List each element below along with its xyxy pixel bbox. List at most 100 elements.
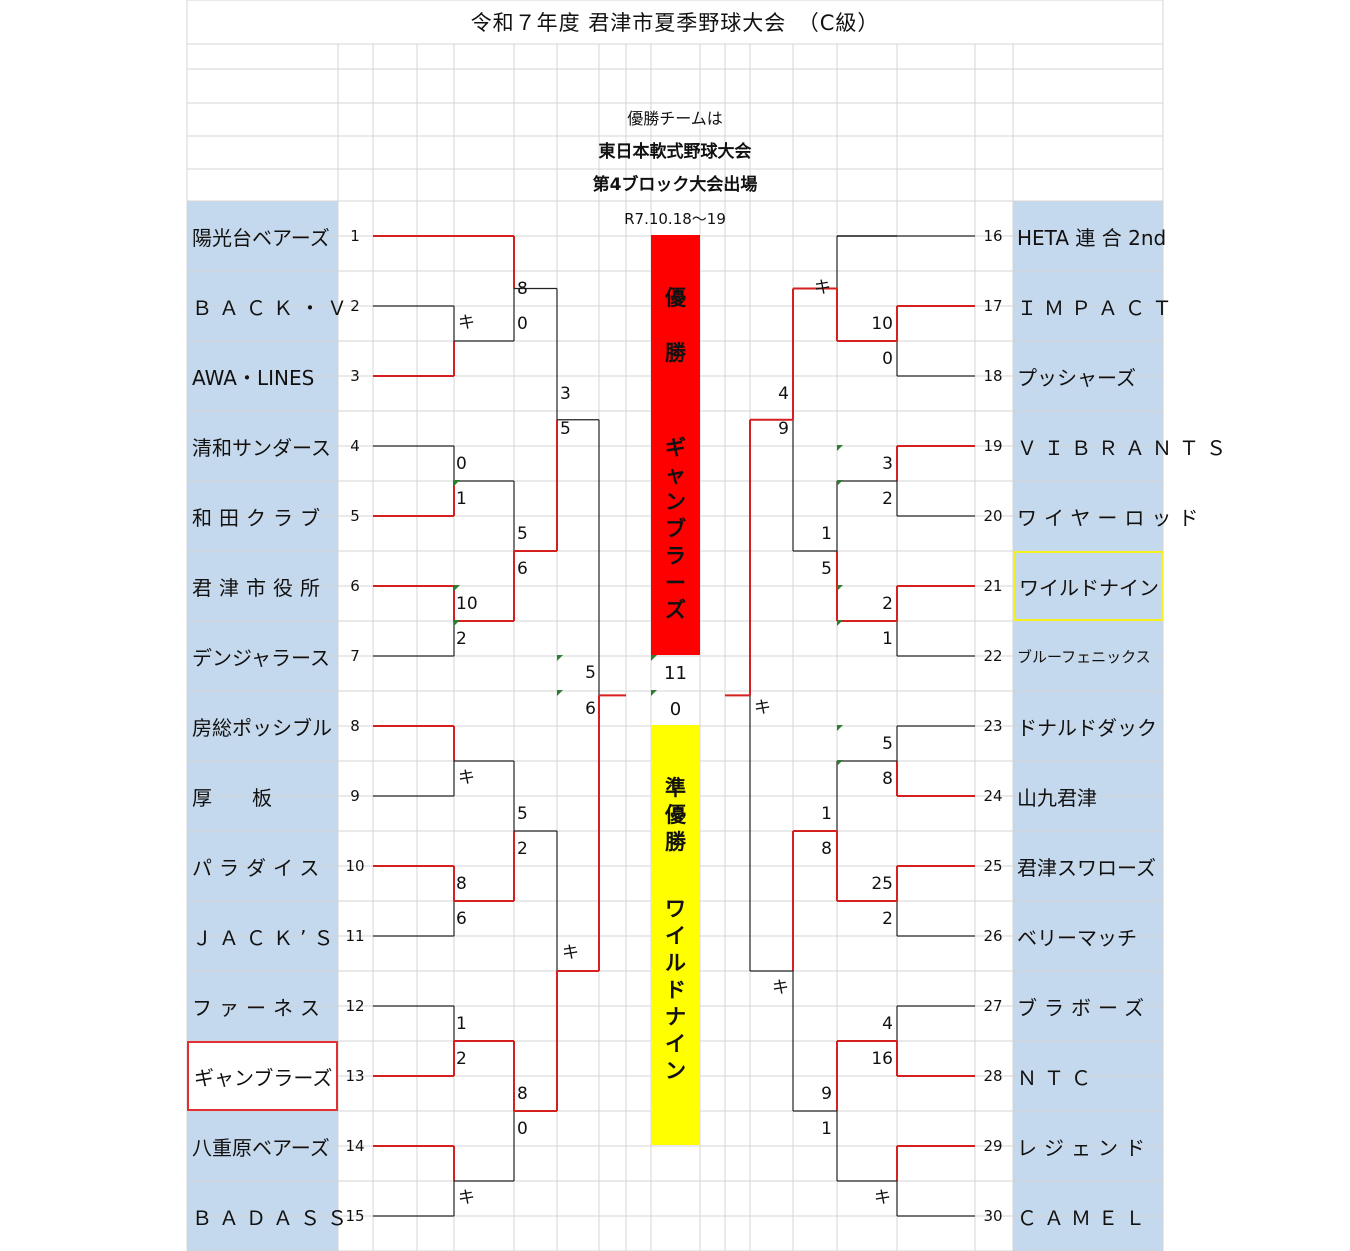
right-team-name: ベリーマッチ: [1017, 925, 1137, 950]
right-team-seed: 19: [983, 437, 1003, 455]
right-team-name: プッシャーズ: [1017, 365, 1136, 390]
left-team-name: ＢＡＣＫ・Ｖ: [192, 295, 354, 320]
right-team-seed: 16: [983, 227, 1003, 245]
left-team-seed: 5: [350, 507, 360, 525]
runner-up-team: ワイルドナイン: [665, 897, 686, 1083]
left-team-name: デンジャラース: [192, 645, 330, 670]
match-score: 0: [882, 349, 893, 369]
match-score: 1: [882, 629, 893, 649]
match-score: 6: [456, 909, 467, 929]
right-team-name: ブラボーズ: [1017, 995, 1151, 1020]
match-score: 2: [882, 489, 893, 509]
right-team-name: HETA 連 合 2nd: [1017, 225, 1167, 250]
match-score: 3: [560, 384, 571, 404]
match-score: 5: [560, 419, 571, 439]
right-team-name: ＮＴＣ: [1017, 1065, 1098, 1090]
left-team-name: ファーネス: [192, 995, 327, 1020]
match-score: 5: [517, 524, 528, 544]
match-score: キ: [772, 978, 789, 998]
right-team-name: 山九君津: [1017, 785, 1097, 810]
cell-note-marker: [557, 690, 563, 696]
match-score: 9: [778, 419, 789, 439]
match-score: 8: [456, 874, 467, 894]
left-team-name: AWA・LINES: [192, 365, 315, 390]
right-team-name: 君津スワローズ: [1017, 855, 1156, 880]
match-score: 8: [517, 1084, 528, 1104]
right-team-seed: 23: [983, 717, 1003, 735]
match-score: 16: [871, 1049, 893, 1069]
info-line-2: 東日本軟式野球大会: [598, 142, 752, 162]
right-team-seed: 30: [983, 1207, 1003, 1225]
right-team-name: ＣＡＭＥＬ: [1017, 1205, 1152, 1230]
match-score: 0: [517, 1119, 528, 1139]
left-team-seed: 12: [345, 997, 365, 1015]
final-score-top: 11: [664, 663, 687, 684]
right-team-seed: 28: [983, 1067, 1003, 1085]
left-team-seed: 8: [350, 717, 360, 735]
match-score: 2: [456, 629, 467, 649]
cell-note-marker: [837, 445, 843, 451]
left-team-name: パラダイス: [192, 855, 327, 880]
match-score: キ: [874, 1188, 891, 1208]
match-score: 0: [456, 454, 467, 474]
match-score: キ: [458, 768, 475, 788]
left-team-seed: 6: [350, 577, 360, 595]
left-team-name: 陽光台ベアーズ: [192, 225, 330, 250]
left-team-name: ギャンブラーズ: [187, 1041, 338, 1111]
info-line-1: 優勝チームは: [627, 109, 723, 128]
left-team-name: ＢＡＤＡＳＳ: [192, 1205, 354, 1230]
left-team-name: ＪＡＣＫ’Ｓ: [192, 925, 341, 950]
match-score: 1: [821, 1119, 832, 1139]
cell-note-marker: [454, 585, 460, 591]
right-team-name: ワイルドナイン: [1013, 551, 1163, 621]
left-team-seed: 1: [350, 227, 360, 245]
champion-team: ギャンブラーズ: [665, 436, 686, 622]
match-score: 1: [456, 1014, 467, 1034]
match-score: 6: [517, 559, 528, 579]
match-score: 1: [821, 804, 832, 824]
left-team-name: 和田クラブ: [192, 505, 327, 530]
champion-label: 優勝: [665, 286, 686, 365]
match-score: 2: [882, 909, 893, 929]
cell-note-marker: [837, 480, 843, 486]
match-score: 2: [517, 839, 528, 859]
right-team-seed: 22: [983, 647, 1003, 665]
right-team-seed: 21: [983, 577, 1003, 595]
right-team-seed: 20: [983, 507, 1003, 525]
left-team-seed: 3: [350, 367, 360, 385]
match-score: 25: [871, 874, 893, 894]
match-score: キ: [814, 278, 831, 298]
match-score: 0: [517, 314, 528, 334]
cell-note-marker: [651, 655, 657, 661]
left-team-name: 清和サンダース: [192, 435, 331, 460]
right-team-name: レジェンド: [1017, 1135, 1152, 1160]
cell-note-marker: [837, 725, 843, 731]
left-team-seed: 4: [350, 437, 360, 455]
final-score-bottom: 0: [669, 699, 682, 720]
left-team-seed: 7: [350, 647, 360, 665]
right-team-name: ブルーフェニックス: [1017, 647, 1151, 666]
match-score: 2: [456, 1049, 467, 1069]
left-team-seed: 13: [345, 1067, 365, 1085]
right-team-seed: 25: [983, 857, 1003, 875]
left-team-seed: 2: [350, 297, 360, 315]
left-team-seed: 10: [345, 857, 365, 875]
left-team-seed: 15: [345, 1207, 365, 1225]
right-team-name: ドナルドダック: [1017, 715, 1157, 740]
match-score: 8: [821, 839, 832, 859]
cell-note-marker: [557, 655, 563, 661]
match-score: 5: [585, 663, 596, 683]
match-score: 4: [778, 384, 789, 404]
left-team-name: 君津市役所: [192, 575, 327, 600]
runner-up-box: 準優勝 ワイルドナイン: [651, 725, 700, 1145]
left-team-name: 八重原ベアーズ: [192, 1135, 330, 1160]
info-line-4: R7.10.18～19: [624, 210, 726, 228]
match-score: 8: [882, 769, 893, 789]
left-team-seed: 11: [345, 927, 365, 945]
match-score: 9: [821, 1084, 832, 1104]
info-line-3: 第4ブロック大会出場: [592, 175, 758, 195]
match-score: 10: [456, 594, 478, 614]
match-score: キ: [562, 943, 579, 963]
right-team-seed: 17: [983, 297, 1003, 315]
